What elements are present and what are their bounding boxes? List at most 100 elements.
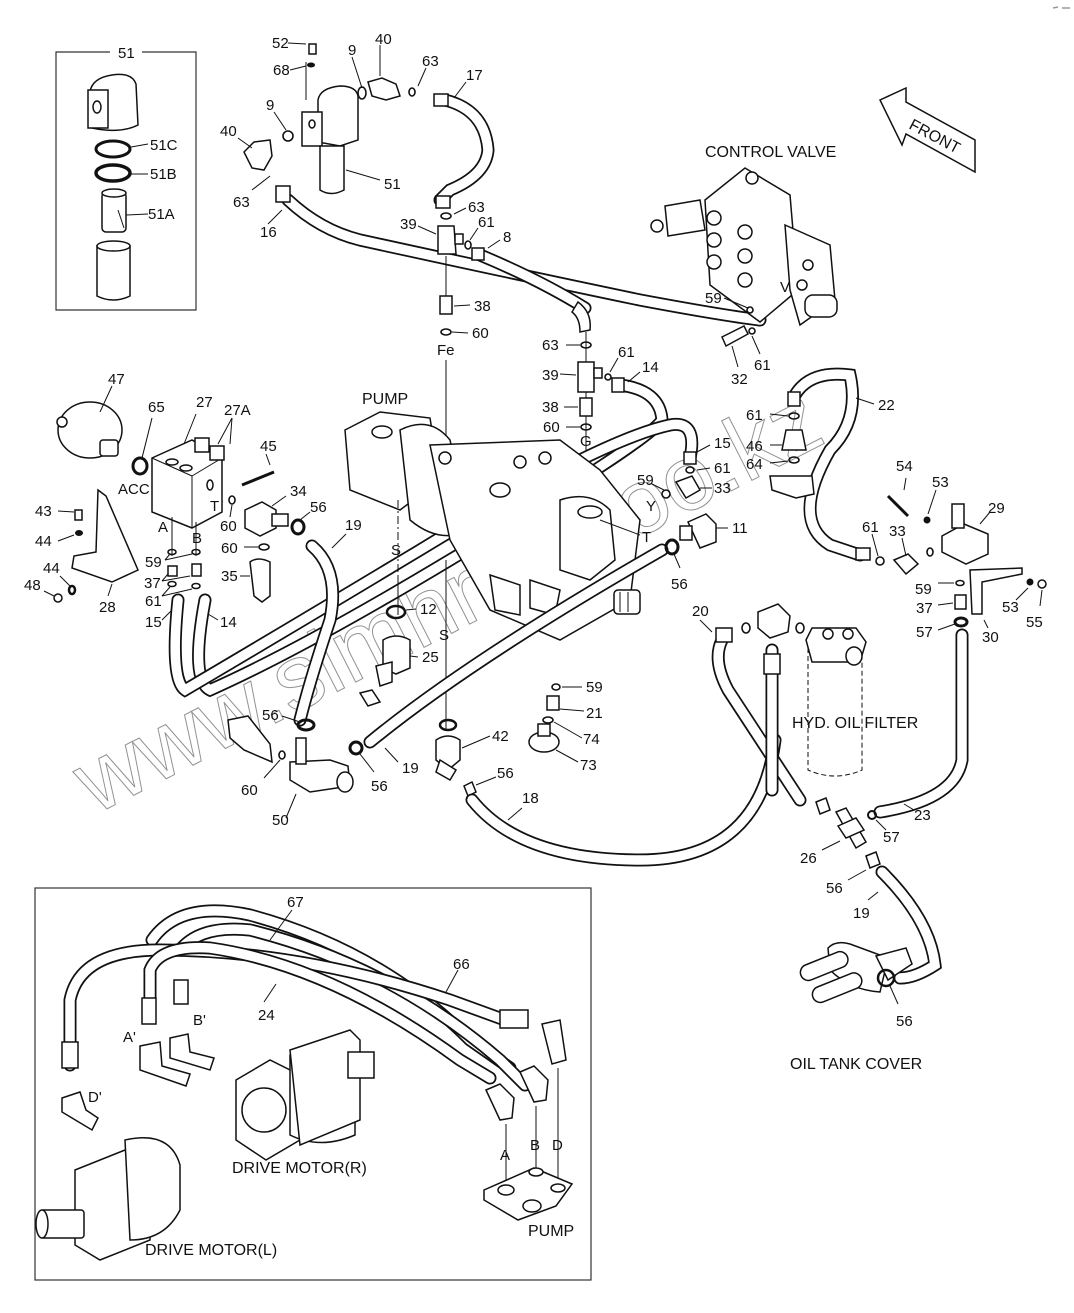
callout-63-upper[interactable]: 63: [422, 53, 439, 70]
filter-bowl-part[interactable]: [96, 240, 131, 301]
washer-53-upper[interactable]: [923, 516, 931, 524]
hose-end-a-prime[interactable]: [141, 997, 157, 1025]
callout-46[interactable]: 46: [746, 438, 763, 455]
clamp-56-tee-right[interactable]: [348, 740, 364, 756]
callout-14-lower[interactable]: 14: [220, 614, 237, 631]
callout-19-right[interactable]: 19: [853, 905, 870, 922]
callout-52[interactable]: 52: [272, 35, 289, 52]
hose-8[interactable]: [471, 247, 592, 333]
o-ring-60-t[interactable]: [228, 495, 236, 505]
clamp-56-42[interactable]: [463, 780, 477, 798]
oil-tank-cover[interactable]: OIL TANK COVER: [790, 941, 922, 1073]
callout-30[interactable]: 30: [982, 629, 999, 646]
callout-63-tee[interactable]: 63: [468, 199, 485, 216]
washer-44-upper[interactable]: [75, 530, 83, 536]
bracket-30[interactable]: [969, 567, 1023, 615]
o-ring-74[interactable]: [542, 716, 554, 724]
line-filter-head[interactable]: [317, 85, 359, 147]
elbow-fitting-40-lower[interactable]: [243, 139, 273, 171]
callout-9-lower[interactable]: 9: [266, 97, 274, 114]
hose-19-right[interactable]: [875, 865, 942, 985]
o-ring-64[interactable]: [788, 456, 800, 464]
hose-67[interactable]: [145, 904, 532, 1092]
callout-14-upper[interactable]: 14: [642, 359, 659, 376]
callout-16[interactable]: 16: [260, 224, 277, 241]
callout-56-26[interactable]: 56: [826, 880, 843, 897]
clamp-56-26-lower[interactable]: [865, 851, 881, 869]
solenoid-coils-27a[interactable]: [194, 437, 225, 461]
callout-57-right[interactable]: 57: [916, 624, 933, 641]
callout-56-right[interactable]: 56: [671, 576, 688, 593]
callout-50[interactable]: 50: [272, 812, 289, 829]
o-ring-61-tee[interactable]: [464, 240, 472, 250]
bolt-52[interactable]: [308, 43, 317, 55]
callout-60-t[interactable]: 60: [220, 518, 237, 535]
hose-17[interactable]: [433, 93, 495, 209]
callout-22[interactable]: 22: [878, 397, 895, 414]
adapter-32[interactable]: [721, 324, 749, 348]
callout-25[interactable]: 25: [422, 649, 439, 666]
o-ring-61-22[interactable]: [788, 412, 800, 420]
callout-8[interactable]: 8: [503, 229, 511, 246]
o-ring-61-cv[interactable]: [748, 327, 756, 335]
callout-42[interactable]: 42: [492, 728, 509, 745]
clamp-56-tank[interactable]: [876, 968, 896, 988]
elbow-fitting-33-right[interactable]: [892, 553, 920, 576]
adapter-37-right[interactable]: [954, 594, 967, 610]
callout-38-lower[interactable]: 38: [542, 399, 559, 416]
pump-port-fittings[interactable]: [484, 1019, 567, 1121]
callout-65[interactable]: 65: [148, 399, 165, 416]
callout-33-right[interactable]: 33: [889, 523, 906, 540]
clamp-56-tee-top[interactable]: [296, 718, 316, 732]
hose-15[interactable]: [168, 417, 699, 698]
o-ring-42[interactable]: [438, 718, 458, 732]
callout-59-cv[interactable]: 59: [705, 290, 722, 307]
filter-head-part[interactable]: [87, 73, 139, 132]
fitting-35[interactable]: [249, 558, 271, 603]
o-ring-9-lower[interactable]: [282, 130, 294, 142]
hose-23[interactable]: [873, 628, 969, 819]
hose-18[interactable]: [465, 733, 782, 867]
hose-20[interactable]: [711, 627, 807, 807]
callout-15-upper[interactable]: 15: [714, 435, 731, 452]
callout-44-lower[interactable]: 44: [43, 560, 60, 577]
nut-55[interactable]: [1037, 579, 1047, 589]
callout-63-lower[interactable]: 63: [233, 194, 250, 211]
o-ring-59-cv[interactable]: [746, 306, 754, 314]
callout-53-lower[interactable]: 53: [1002, 599, 1019, 616]
o-ring-60-upper[interactable]: [440, 328, 452, 336]
clamp-57-26[interactable]: [867, 810, 877, 820]
o-ring-61-15[interactable]: [685, 466, 695, 474]
callout-55[interactable]: 55: [1026, 614, 1043, 631]
callout-56-block[interactable]: 56: [310, 499, 327, 516]
callout-32[interactable]: 32: [731, 371, 748, 388]
callout-53-upper[interactable]: 53: [932, 474, 949, 491]
callout-60-tee[interactable]: 60: [241, 782, 258, 799]
callout-73[interactable]: 73: [580, 757, 597, 774]
pressure-sensor-73[interactable]: [528, 723, 560, 753]
valve-block-27[interactable]: [151, 439, 223, 529]
hose-19-center[interactable]: [363, 543, 669, 749]
callout-51b[interactable]: 51B: [150, 166, 177, 183]
control-valve[interactable]: CONTROL VALVE V: [650, 144, 838, 327]
callout-63-g[interactable]: 63: [542, 337, 559, 354]
callout-74[interactable]: 74: [583, 731, 600, 748]
callout-9-upper[interactable]: 9: [348, 42, 356, 59]
callout-66[interactable]: 66: [453, 956, 470, 973]
o-ring-61-b[interactable]: [191, 582, 201, 590]
line-filter-bowl[interactable]: [319, 145, 345, 195]
callout-56-tee-right[interactable]: 56: [371, 778, 388, 795]
callout-51-inset[interactable]: 51: [118, 45, 135, 62]
o-ring-59-a[interactable]: [167, 548, 177, 556]
callout-39-upper[interactable]: 39: [400, 216, 417, 233]
callout-28[interactable]: 28: [99, 599, 116, 616]
callout-61-29[interactable]: 61: [862, 519, 879, 536]
callout-40-lower[interactable]: 40: [220, 123, 237, 140]
adapter-21[interactable]: [546, 695, 560, 711]
o-ring-60-g[interactable]: [580, 423, 592, 431]
callout-59-29[interactable]: 59: [915, 581, 932, 598]
hose-22[interactable]: [787, 367, 871, 562]
callout-44-upper[interactable]: 44: [35, 533, 52, 550]
hose-24[interactable]: [143, 941, 497, 1085]
washer-68[interactable]: [307, 62, 315, 68]
